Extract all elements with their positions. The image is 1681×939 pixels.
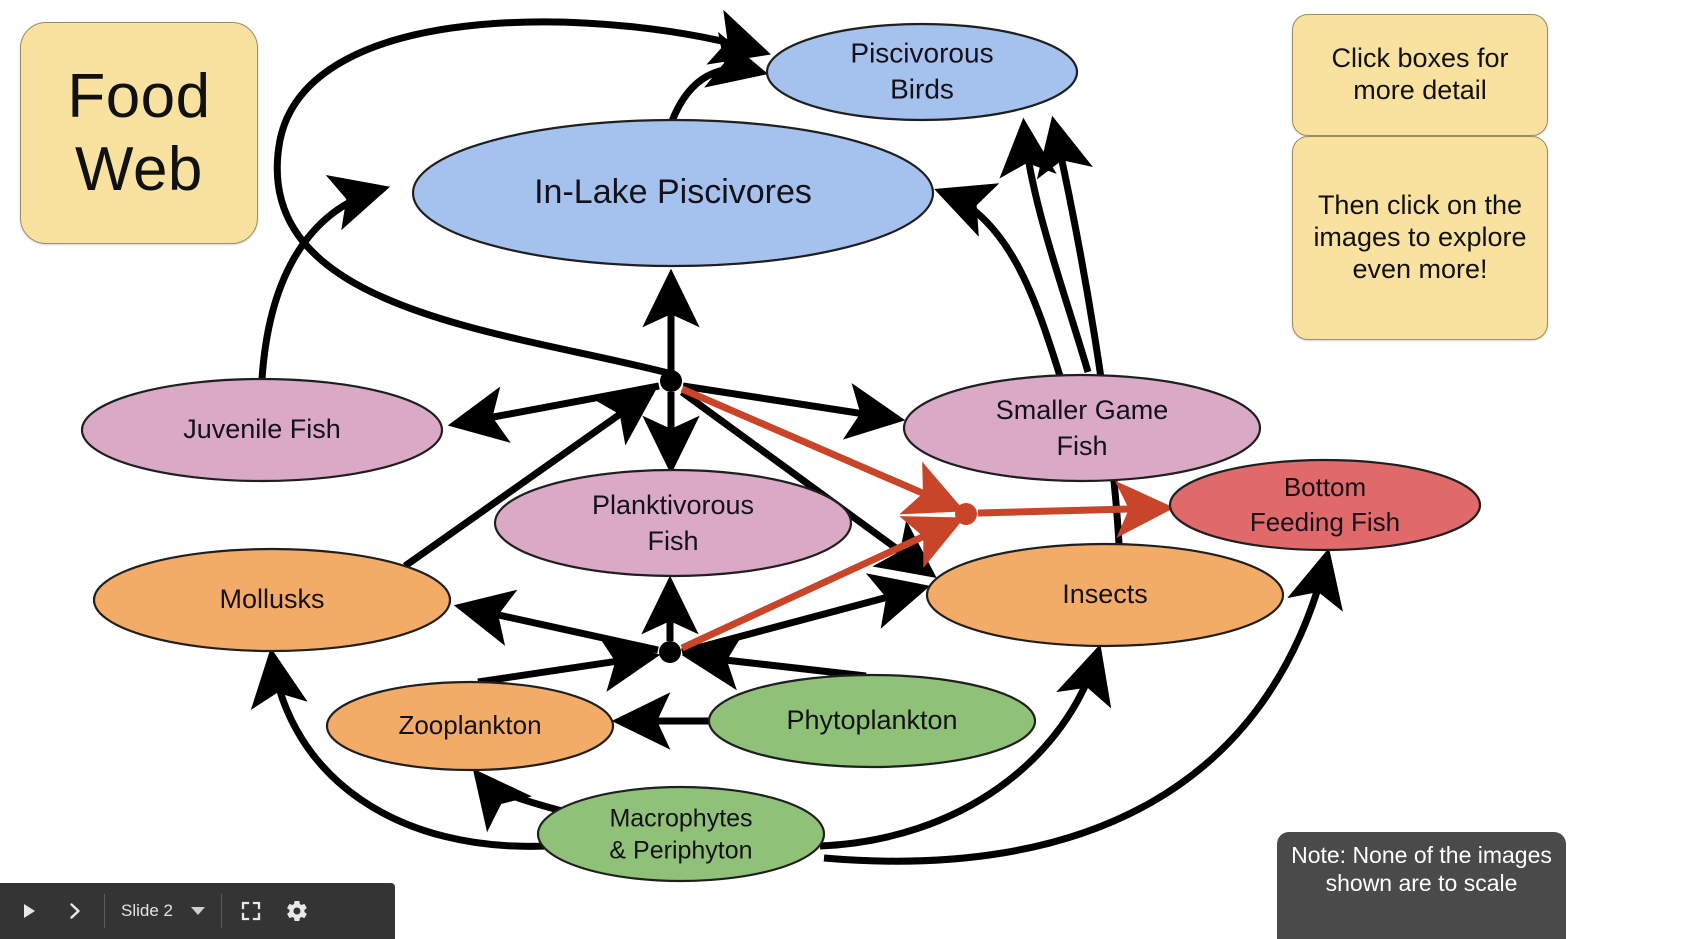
node-mollusks[interactable]: Mollusks	[92, 547, 452, 653]
nodes: Piscivorous Birds In-Lake Piscivores Juv…	[80, 22, 1482, 883]
node-bottom-feeding-fish[interactable]: Bottom Feeding Fish	[1168, 458, 1482, 552]
node-shape-piscivorous-birds[interactable]	[765, 22, 1079, 122]
edge-smallergame-to-piscivorous-birds	[999, 117, 1092, 373]
edge-hub-to-piscivorous-birds	[273, 9, 772, 377]
edge-juvenile-fish-to-inlake	[258, 175, 391, 380]
edge-hub-to-smaller-game-fish	[682, 382, 906, 440]
slide-number-label: Slide 2	[121, 901, 173, 920]
edges-black	[250, 9, 1343, 865]
play-button[interactable]	[6, 891, 52, 931]
edge-lowerhub-to-redhub	[680, 516, 965, 652]
fullscreen-button[interactable]	[228, 891, 274, 931]
title-box[interactable]: Food Web	[20, 22, 258, 244]
node-shape-juvenile-fish[interactable]	[80, 377, 444, 483]
node-shape-bottom-feeding-fish[interactable]	[1168, 458, 1482, 552]
node-shape-smaller-game-fish[interactable]	[902, 373, 1262, 483]
lower-hub-node	[659, 641, 681, 663]
play-icon	[19, 901, 39, 921]
edge-mollusks-to-hub	[402, 388, 657, 569]
next-slide-button[interactable]	[52, 891, 98, 931]
hint-click-boxes-text: Click boxes for more detail	[1331, 43, 1509, 105]
node-shape-macrophytes-periphyton[interactable]	[536, 785, 826, 883]
scale-note: Note: None of the images shown are to sc…	[1277, 832, 1566, 939]
toolbar-divider-right	[220, 894, 222, 928]
node-shape-zooplankton[interactable]	[325, 680, 615, 772]
edge-macrophytes-to-insects	[819, 643, 1112, 850]
hub-nodes	[659, 370, 977, 663]
edge-macrophytes-to-zooplankton	[472, 768, 567, 833]
red-hub-node	[955, 503, 977, 525]
edge-zooplankton-to-lowerhub	[477, 635, 661, 692]
fullscreen-icon	[240, 900, 262, 922]
upper-hub-node	[660, 370, 682, 392]
edge-phytoplankton-to-lowerhub	[681, 633, 867, 691]
node-inlake-piscivores[interactable]: In-Lake Piscivores	[411, 118, 935, 268]
node-shape-phytoplankton[interactable]	[707, 673, 1037, 769]
edge-macrophytes-to-mollusks	[250, 647, 547, 850]
hint-click-boxes[interactable]: Click boxes for more detail	[1292, 14, 1548, 136]
chevron-down-icon[interactable]	[190, 907, 205, 915]
slide-selector[interactable]: Slide 2	[111, 901, 215, 921]
chevron-right-icon	[65, 901, 85, 921]
node-smaller-game-fish[interactable]: Smaller Game Fish	[902, 373, 1262, 483]
edge-lowerhub-to-insects	[681, 573, 931, 656]
presentation-toolbar[interactable]: Slide 2	[0, 883, 395, 939]
edge-inlake-to-piscivorous-birds	[668, 31, 769, 123]
gear-icon	[285, 899, 309, 923]
settings-button[interactable]	[274, 891, 320, 931]
node-shape-planktivorous-fish[interactable]	[493, 468, 853, 578]
hint-click-images[interactable]: Then click on the images to explore even…	[1292, 136, 1548, 340]
edge-smaller-game-fish-to-inlake	[934, 183, 1064, 378]
node-planktivorous-fish[interactable]: Planktivorous Fish	[493, 468, 853, 578]
node-zooplankton[interactable]: Zooplankton	[325, 680, 615, 772]
edge-macrophytes-to-bottom-feeding-fish	[823, 547, 1343, 865]
node-piscivorous-birds[interactable]: Piscivorous Birds	[765, 22, 1079, 122]
toolbar-divider-left	[104, 894, 105, 928]
node-shape-insects[interactable]	[925, 542, 1285, 648]
edge-lowerhub-to-mollusks	[453, 589, 659, 654]
node-insects[interactable]: Insects	[925, 542, 1285, 648]
node-macrophytes-periphyton[interactable]: Macrophytes & Periphyton	[536, 785, 826, 883]
edge-hub-to-insects	[679, 389, 937, 578]
edge-redhub-to-bottom-feeding-fish	[977, 480, 1175, 539]
edge-upperhub-to-redhub	[680, 385, 965, 515]
node-phytoplankton[interactable]: Phytoplankton	[707, 673, 1037, 769]
hint-click-images-text: Then click on the images to explore even…	[1313, 190, 1527, 284]
node-shape-mollusks[interactable]	[92, 547, 452, 653]
title-line-2: Web	[75, 135, 203, 204]
node-juvenile-fish[interactable]: Juvenile Fish	[80, 377, 444, 483]
node-shape-inlake-piscivores[interactable]	[411, 118, 935, 268]
title-line-1: Food	[67, 61, 211, 131]
scale-note-text: Note: None of the images shown are to sc…	[1291, 842, 1552, 897]
edges-red	[680, 385, 1175, 652]
